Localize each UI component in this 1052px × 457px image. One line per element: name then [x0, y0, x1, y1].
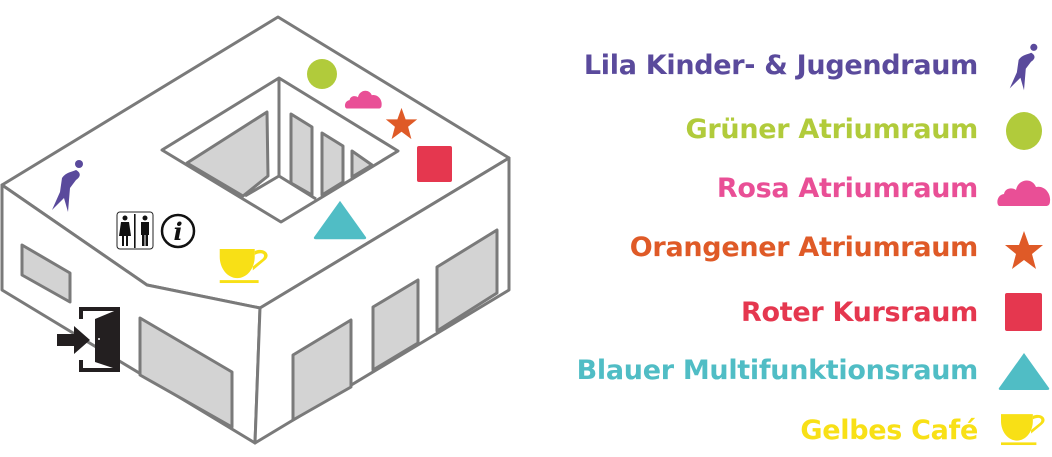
window [20, 243, 72, 304]
window [435, 228, 499, 333]
legend-label-rosa: Rosa Atriumraum [716, 173, 978, 204]
legend-label-gelb: Gelbes Café [800, 415, 978, 446]
star-icon [1005, 231, 1043, 269]
legend-label-lila: Lila Kinder- & Jugendraum [583, 50, 978, 81]
cloud-icon [997, 180, 1051, 206]
legend-label-blau: Blauer Multifunktionsraum [576, 355, 979, 386]
circle-icon [1006, 112, 1042, 150]
entrance-icon [57, 307, 120, 372]
building-diagram: i [0, 15, 511, 445]
legend-label-rot: Roter Kursraum [740, 297, 978, 328]
square-icon [417, 146, 452, 182]
square-icon [1005, 293, 1042, 331]
window [138, 316, 234, 429]
circle-icon [307, 59, 337, 89]
restroom-icon [116, 211, 154, 250]
window [371, 278, 420, 372]
atrium-wall-left [185, 110, 270, 198]
legend-label-orange: Orangener Atriumraum [629, 232, 979, 263]
person-jumping-icon [1009, 43, 1038, 91]
cup-icon [1001, 414, 1045, 446]
triangle-icon [998, 353, 1050, 390]
legend-label-gruen: Grüner Atriumraum [685, 114, 979, 145]
svg-text:i: i [173, 217, 182, 246]
window [291, 318, 353, 422]
info-icon: i [160, 213, 196, 249]
